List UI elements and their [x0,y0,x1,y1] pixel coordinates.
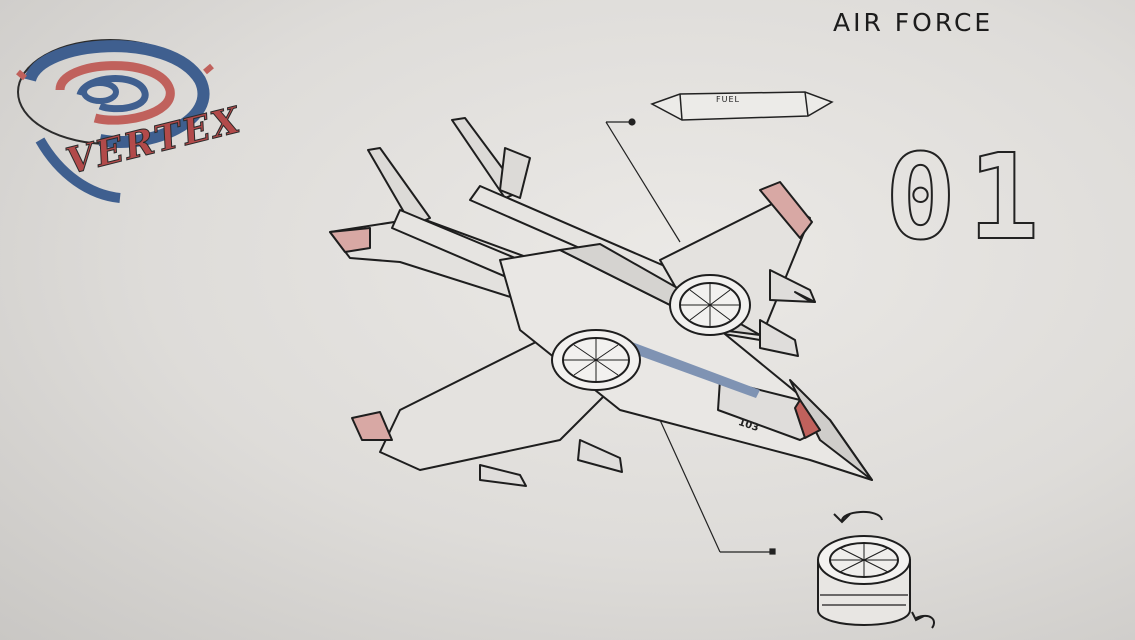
title-label: AIR FORCE [833,8,994,37]
vortex-logo-icon [16,39,214,203]
lift-fan-icon [551,274,751,391]
lift-fan-detail-icon [817,535,911,626]
fuel-tank-icon [650,91,834,121]
unit-number: 01 [884,137,1051,257]
fuel-label: FUEL [716,95,740,104]
unit-number-text: 01 [884,128,1052,266]
leader-lines [605,118,776,555]
rotation-arrow-icon [833,510,935,629]
jet-aircraft-icon [329,117,873,487]
